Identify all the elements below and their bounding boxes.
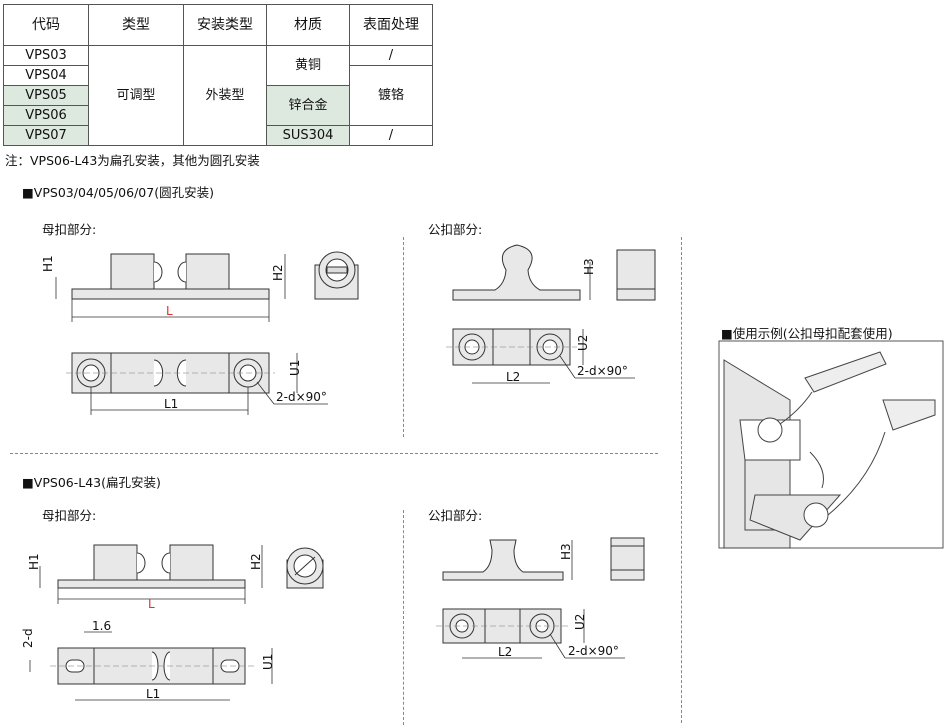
dim-l1-slot: L1 bbox=[146, 687, 160, 701]
divider-vertical-1 bbox=[403, 237, 404, 437]
dim-hole-2: 2-d×90° bbox=[577, 364, 628, 378]
surface-none-cell: / bbox=[349, 125, 433, 146]
header-surface: 表面处理 bbox=[349, 4, 433, 46]
material-brass-cell: 黄铜 bbox=[266, 45, 350, 86]
material-sus-cell: SUS304 bbox=[266, 125, 350, 146]
section2-female-label: 母扣部分: bbox=[42, 508, 97, 523]
usage-illustration bbox=[718, 340, 944, 549]
dim-h3: H3 bbox=[582, 258, 596, 275]
dim-l-slot: L bbox=[148, 597, 155, 611]
code-cell: VPS06 bbox=[3, 105, 89, 126]
male-part-side-view-slot bbox=[442, 539, 564, 581]
dim-h3-slot: H3 bbox=[559, 543, 573, 560]
install-note: 注：VPS06-L43为扁孔安装，其他为圆孔安装 bbox=[5, 153, 260, 168]
male-part-end-view bbox=[616, 249, 656, 301]
dim-u2-slot: U2 bbox=[573, 614, 587, 630]
female-part-side-view-slot bbox=[57, 544, 246, 589]
header-code: 代码 bbox=[3, 4, 89, 46]
section2-title: ■VPS06-L43(扁孔安装) bbox=[22, 475, 161, 490]
section1-male-label: 公扣部分: bbox=[428, 222, 483, 237]
usage-title: ■使用示例(公扣母扣配套使用) bbox=[721, 326, 893, 341]
dim-l2: L2 bbox=[506, 370, 520, 384]
divider-vertical-2 bbox=[681, 237, 682, 723]
dim-h2-slot: H2 bbox=[249, 553, 263, 570]
material-zinc-cell: 锌合金 bbox=[266, 85, 350, 126]
divider-horizontal bbox=[10, 453, 658, 454]
dim-l1: L1 bbox=[164, 397, 178, 411]
section2-male-label: 公扣部分: bbox=[428, 508, 483, 523]
male-part-end-view-slot bbox=[610, 537, 645, 581]
female-part-end-view-slot bbox=[286, 547, 324, 589]
dim-l: L bbox=[166, 304, 173, 318]
dim-u1: U1 bbox=[288, 360, 302, 376]
dim-u2: U2 bbox=[576, 335, 590, 351]
section1-title: ■VPS03/04/05/06/07(圆孔安装) bbox=[22, 185, 214, 200]
male-part-side-view bbox=[452, 244, 581, 301]
dim-h1-slot: H1 bbox=[27, 553, 41, 570]
female-part-side-view bbox=[71, 253, 270, 300]
dim-hole-slot: 2-d×90° bbox=[568, 644, 619, 658]
code-cell: VPS07 bbox=[3, 125, 89, 146]
type-cell: 可调型 bbox=[88, 45, 184, 146]
dim-2d: 2-d bbox=[21, 628, 35, 648]
dim-h1: H1 bbox=[41, 255, 55, 272]
divider-vertical-3 bbox=[403, 510, 404, 725]
dim-width-1-6: 1.6 bbox=[92, 619, 111, 633]
dim-h2: H2 bbox=[271, 264, 285, 281]
surface-chrome-cell: 镀铬 bbox=[349, 65, 433, 126]
spec-table: 代码 类型 安装类型 材质 表面处理 VPS03 可调型 外装型 黄铜 / VP… bbox=[3, 4, 433, 146]
dim-u1-slot: U1 bbox=[261, 654, 275, 670]
install-cell: 外装型 bbox=[183, 45, 267, 146]
female-part-end-view bbox=[314, 251, 359, 300]
dim-l2-slot: L2 bbox=[498, 645, 512, 659]
dim-hole: 2-d×90° bbox=[276, 390, 327, 404]
section1-female-label: 母扣部分: bbox=[42, 222, 97, 237]
